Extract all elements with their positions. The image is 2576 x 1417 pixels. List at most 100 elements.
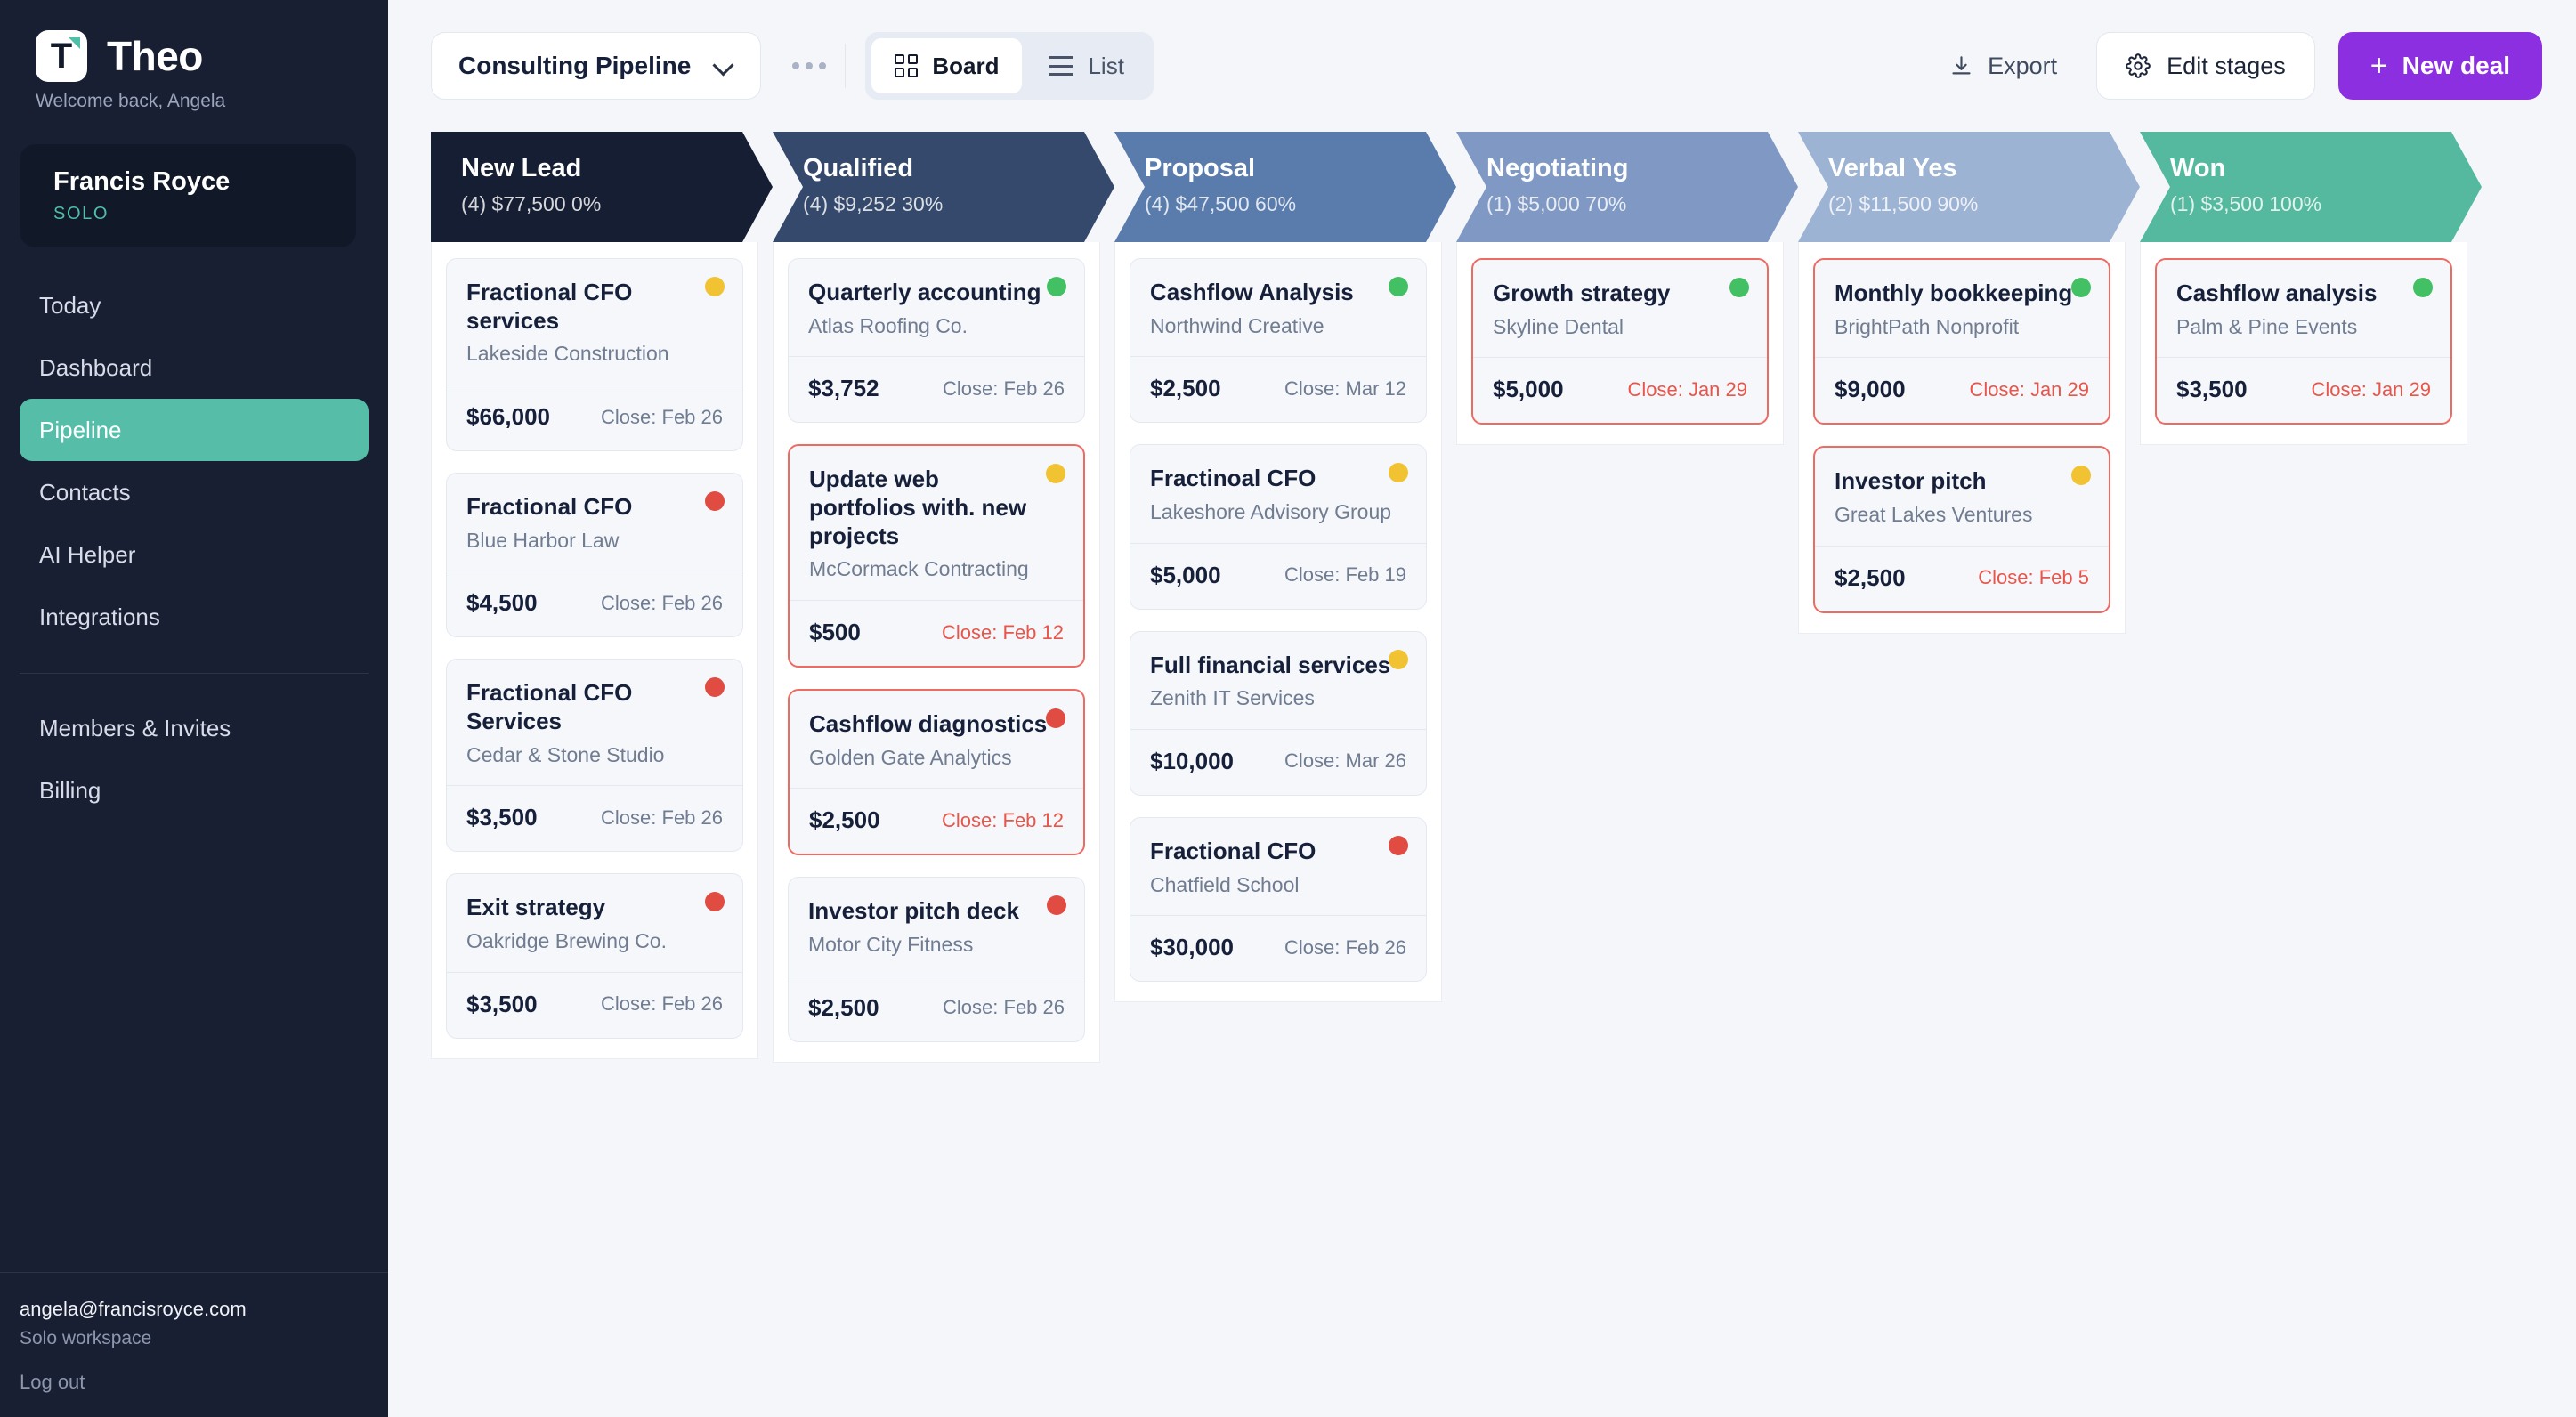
export-button[interactable]: Export xyxy=(1933,38,2073,93)
deal-company: McCormack Contracting xyxy=(809,557,1029,581)
pipeline-board: New Lead(4) $77,500 0% Fractional CFO ser… xyxy=(388,132,2576,1063)
edit-stages-button[interactable]: Edit stages xyxy=(2096,32,2315,100)
deal-close-date: Close: Feb 26 xyxy=(943,377,1065,400)
pipeline-selector-label: Consulting Pipeline xyxy=(458,52,692,79)
deal-close-date: Close: Feb 26 xyxy=(601,992,723,1016)
column-header[interactable]: Won(1) $3,500 100% xyxy=(2140,132,2482,242)
deal-status-dot-green xyxy=(1729,278,1749,297)
sidebar-item-dashboard[interactable]: Dashboard xyxy=(20,336,369,399)
more-options-button[interactable] xyxy=(784,41,834,91)
deal-amount: $3,500 xyxy=(466,804,538,831)
column-header[interactable]: Qualified(4) $9,252 30% xyxy=(773,132,1114,242)
column-header[interactable]: New Lead(4) $77,500 0% xyxy=(431,132,773,242)
workspace-card[interactable]: Francis Royce SOLO xyxy=(20,144,356,247)
deal-amount: $66,000 xyxy=(466,403,550,431)
sidebar-item-members-invites[interactable]: Members & Invites xyxy=(20,697,369,759)
tab-list-view[interactable]: List xyxy=(1025,38,1146,93)
sidebar-item-pipeline[interactable]: Pipeline xyxy=(20,399,369,461)
toolbar-actions: Export Edit stages + New deal xyxy=(1933,32,2542,100)
plus-icon: + xyxy=(2369,49,2388,83)
deal-company: Chatfield School xyxy=(1150,872,1300,896)
view-toggle: Board List xyxy=(865,32,1154,100)
column-title: Negotiating xyxy=(1486,154,1629,182)
sidebar-item-today[interactable]: Today xyxy=(20,274,369,336)
list-icon xyxy=(1049,56,1074,76)
deal-amount: $9,000 xyxy=(1835,376,1906,403)
deal-status-dot-red xyxy=(1046,708,1065,729)
sidebar-item-integrations[interactable]: Integrations xyxy=(20,586,369,648)
sidebar-item-label: Billing xyxy=(39,776,101,804)
deal-amount: $3,752 xyxy=(808,375,879,402)
sidebar-footer: angela@francisroyce.com Solo workspace L… xyxy=(0,1272,388,1417)
deal-close-date: Close: Mar 26 xyxy=(1284,749,1406,773)
deal-amount: $2,500 xyxy=(1150,375,1221,402)
deal-amount: $5,000 xyxy=(1150,561,1221,588)
column-header[interactable]: Verbal Yes(2) $11,500 90% xyxy=(1798,132,2140,242)
deal-title: Fractional CFO services xyxy=(466,279,633,334)
deal-amount: $4,500 xyxy=(466,589,538,617)
gear-icon xyxy=(2126,53,2151,78)
deal-close-date: Close: Feb 12 xyxy=(942,808,1064,831)
logout-button[interactable]: Log out xyxy=(20,1371,85,1393)
deal-status-dot-yellow xyxy=(1389,649,1408,669)
sidebar-item-contacts[interactable]: Contacts xyxy=(20,461,369,523)
tab-board-view[interactable]: Board xyxy=(871,38,1023,93)
deal-status-dot-green xyxy=(1047,277,1066,296)
deal-company: Golden Gate Analytics xyxy=(809,745,1012,769)
sidebar-nav-secondary: Members & Invites Billing xyxy=(0,697,388,822)
deal-amount: $2,500 xyxy=(808,993,879,1021)
sidebar-item-ai-helper[interactable]: AI Helper xyxy=(20,523,369,586)
workspace-name: Francis Royce xyxy=(53,167,231,196)
pipeline-column: Qualified(4) $9,252 30% Quarterly account… xyxy=(773,132,1114,1063)
deal-title: Investor pitch xyxy=(1835,467,1987,495)
new-deal-label: New deal xyxy=(2402,52,2510,79)
new-deal-button[interactable]: + New deal xyxy=(2337,32,2542,100)
deal-status-dot-green xyxy=(1389,277,1408,296)
deal-title: Growth strategy xyxy=(1493,279,1671,306)
deal-card[interactable]: Update web portfolios with. new projects… xyxy=(788,444,1085,668)
column-header[interactable]: Negotiating(1) $5,000 70% xyxy=(1456,132,1798,242)
sidebar-item-billing[interactable]: Billing xyxy=(20,759,369,822)
deal-close-date: Close: Feb 26 xyxy=(943,996,1065,1019)
column-summary: (4) $47,500 60% xyxy=(1145,191,1297,215)
deal-card-footer: $3,752 Close: Feb 26 xyxy=(789,356,1084,422)
deal-company: Blue Harbor Law xyxy=(466,528,620,552)
deal-status-dot-red xyxy=(705,491,725,512)
pipeline-selector[interactable]: Consulting Pipeline xyxy=(431,32,762,100)
edit-stages-label: Edit stages xyxy=(2167,52,2286,79)
column-header[interactable]: Proposal(4) $47,500 60% xyxy=(1114,132,1456,242)
app-logo-icon: T xyxy=(36,30,87,82)
tab-label: List xyxy=(1088,52,1124,79)
deal-company: Motor City Fitness xyxy=(808,933,974,957)
logo-corner-accent xyxy=(69,37,80,49)
